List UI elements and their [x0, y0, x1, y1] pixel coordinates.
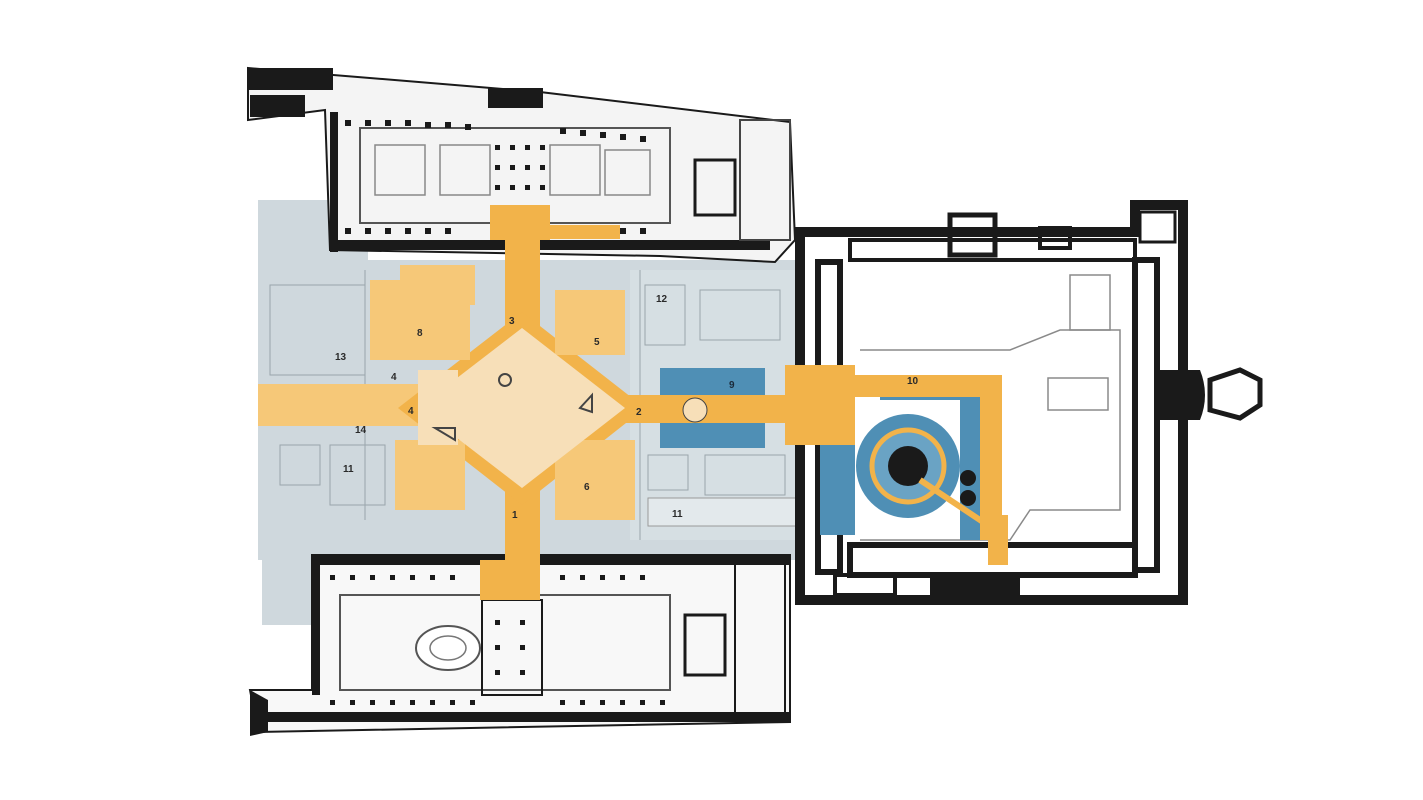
label-10: 10: [907, 376, 919, 387]
orange-circulation: [258, 205, 1008, 600]
central-square: [418, 328, 708, 488]
label-13: 13: [335, 352, 347, 363]
theatre-feature: [415, 625, 481, 671]
label-14: 14: [355, 425, 367, 436]
label-5: 5: [594, 337, 600, 348]
south-building: [248, 554, 791, 736]
label-4: 4: [408, 406, 414, 417]
plan-labels: 1 2 3 4 4 5 6 8 9 10 11 11 12 13 14: [335, 294, 919, 521]
label-1: 1: [512, 510, 518, 521]
label-4b: 4: [391, 372, 397, 383]
label-2: 2: [636, 407, 642, 418]
east-fortress: [795, 200, 1263, 605]
label-8: 8: [417, 328, 423, 339]
label-11a: 11: [343, 464, 354, 475]
north-building: [247, 66, 797, 264]
label-9: 9: [729, 380, 735, 391]
label-11b: 11: [672, 509, 683, 520]
label-12: 12: [656, 294, 668, 305]
label-3: 3: [509, 316, 515, 327]
label-6: 6: [584, 482, 590, 493]
